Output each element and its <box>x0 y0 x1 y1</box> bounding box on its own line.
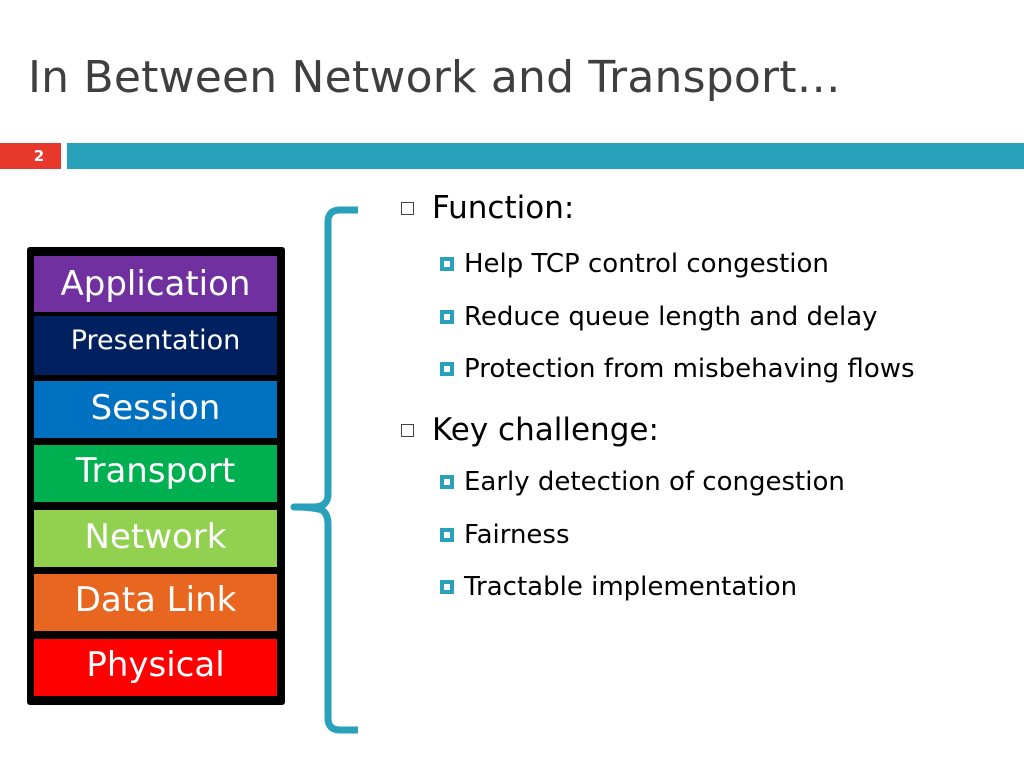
sub-bullet: Help TCP control congestion <box>440 249 829 279</box>
bullet-text: Function: <box>432 190 575 226</box>
layer-transport: Transport <box>34 445 277 502</box>
sub-bullet: Tractable implementation <box>440 572 797 602</box>
hollow-square-icon <box>401 423 414 437</box>
teal-square-bullet-icon <box>440 362 454 376</box>
layer-session: Session <box>34 381 277 438</box>
header-rule <box>67 143 1024 169</box>
sub-bullet-text: Protection from misbehaving flows <box>464 354 915 384</box>
sub-bullet-text: Fairness <box>464 520 570 550</box>
bullet-text: Key challenge: <box>432 412 659 448</box>
sub-bullet: Early detection of congestion <box>440 467 845 497</box>
hollow-square-icon <box>401 201 414 215</box>
sub-bullet: Fairness <box>440 520 570 550</box>
layer-network: Network <box>34 510 277 567</box>
bullet-function: Function: <box>398 190 574 226</box>
slide-title: In Between Network and Transport… <box>28 52 841 103</box>
sub-bullet-text: Help TCP control congestion <box>464 249 829 279</box>
sub-bullet: Reduce queue length and delay <box>440 302 878 332</box>
curly-brace-icon <box>290 206 358 734</box>
teal-square-bullet-icon <box>440 580 454 594</box>
teal-square-bullet-icon <box>440 310 454 324</box>
teal-square-bullet-icon <box>440 528 454 542</box>
osi-layer-stack: Application Presentation Session Transpo… <box>27 247 285 705</box>
layer-data-link: Data Link <box>34 574 277 631</box>
bullet-key-challenge: Key challenge: <box>398 412 659 448</box>
sub-bullet-text: Reduce queue length and delay <box>464 302 878 332</box>
sub-bullet-text: Tractable implementation <box>464 572 798 602</box>
layer-presentation: Presentation <box>34 316 277 375</box>
teal-square-bullet-icon <box>440 475 454 489</box>
sub-bullet: Protection from misbehaving flows <box>440 354 915 384</box>
slide-number: 2 <box>17 143 61 169</box>
teal-square-bullet-icon <box>440 257 454 271</box>
header-rule-accent <box>0 143 17 169</box>
sub-bullet-text: Early detection of congestion <box>464 467 845 497</box>
layer-physical: Physical <box>34 639 277 696</box>
layer-application: Application <box>34 256 277 312</box>
